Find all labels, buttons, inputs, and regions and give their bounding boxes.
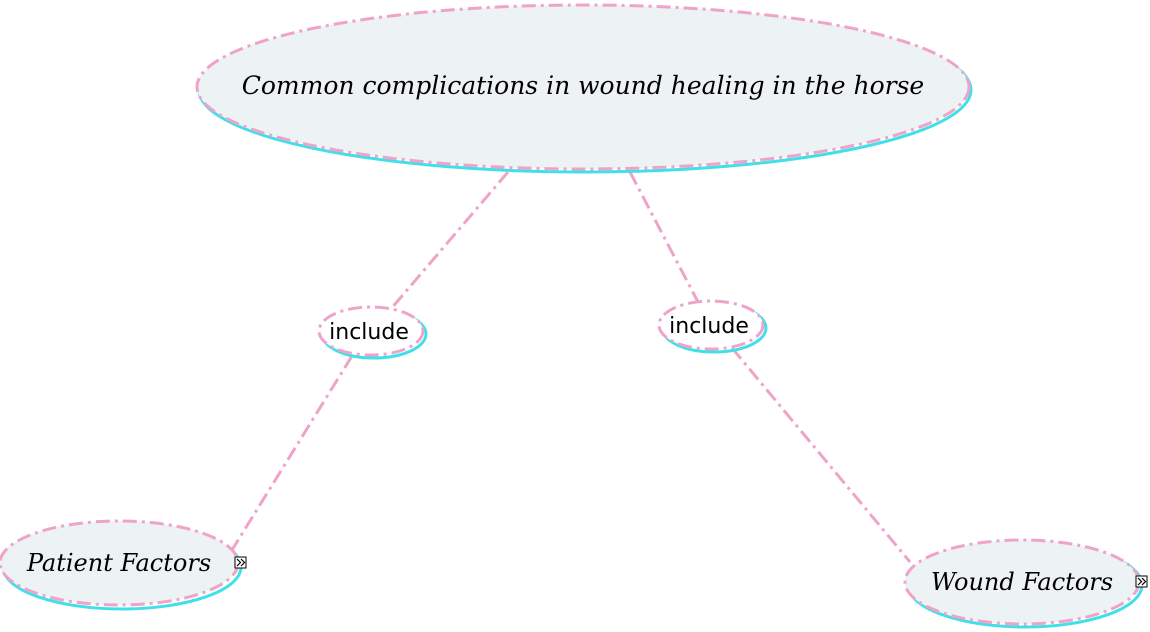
linking-phrase-label: include [329,320,409,345]
connector-include-left-to-patient [230,355,354,551]
main-concept-node[interactable]: Common complications in wound healing in… [195,3,973,174]
expand-double-chevron-icon[interactable] [1135,575,1148,588]
connector-main-to-include-left [388,171,510,311]
connector-main-to-include-right [628,171,700,303]
expand-double-chevron-icon[interactable] [234,556,247,569]
linking-phrase-include-right[interactable]: include [657,299,768,354]
connector-include-right-to-wound [730,347,912,563]
concept-node-wound-factors[interactable]: Wound Factors [903,538,1144,629]
linking-phrase-label: include [669,314,749,339]
linking-phrase-include-left[interactable]: include [317,305,428,360]
concept-label: Wound Factors [931,568,1113,596]
concept-node-patient-factors[interactable]: Patient Factors [0,519,243,611]
concept-label: Patient Factors [26,549,211,577]
main-concept-label: Common complications in wound healing in… [242,71,924,100]
